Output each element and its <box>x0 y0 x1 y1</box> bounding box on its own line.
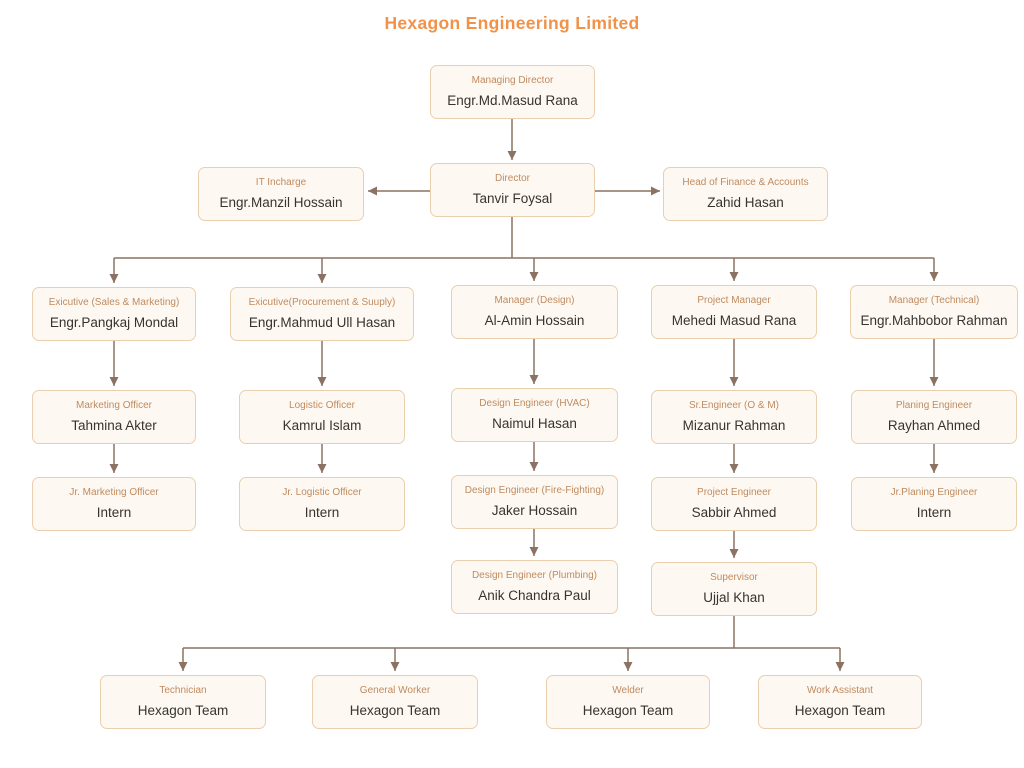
role-label: Logistic Officer <box>289 400 355 411</box>
role-label: Planing Engineer <box>895 400 973 411</box>
person-name: Jaker Hossain <box>491 503 578 518</box>
org-node-jr-planing-engineer: Jr.Planing Engineer Intern <box>851 477 1017 531</box>
org-node-design-plumbing: Design Engineer (Plumbing) Anik Chandra … <box>451 560 618 614</box>
person-name: Al-Amin Hossain <box>484 313 585 328</box>
person-name: Intern <box>304 505 340 520</box>
role-label: Work Assistant <box>807 685 873 696</box>
org-node-technician: Technician Hexagon Team <box>100 675 266 729</box>
person-name: Zahid Hasan <box>707 195 784 210</box>
page-title: Hexagon Engineering Limited <box>384 13 640 33</box>
role-label: Project Manager <box>697 295 771 306</box>
role-label: Director <box>494 173 530 184</box>
person-name: Tanvir Foysal <box>472 191 553 206</box>
person-name: Hexagon Team <box>137 703 229 718</box>
role-label: Exicutive(Procurement & Suuply) <box>248 297 396 308</box>
role-label: Project Engineer <box>697 487 771 498</box>
person-name: Hexagon Team <box>582 703 674 718</box>
org-node-work-assistant: Work Assistant Hexagon Team <box>758 675 922 729</box>
org-node-exec-procurement: Exicutive(Procurement & Suuply) Engr.Mah… <box>230 287 414 341</box>
role-label: Manager (Technical) <box>888 295 980 306</box>
role-label: Sr.Engineer (O & M) <box>688 400 780 411</box>
person-name: Naimul Hasan <box>492 416 577 431</box>
person-name: Engr.Mahmud Ull Hasan <box>248 315 396 330</box>
role-label: Design Engineer (Fire-Fighting) <box>464 485 605 496</box>
role-label: Design Engineer (Plumbing) <box>471 570 598 581</box>
role-label: Jr. Marketing Officer <box>69 487 159 498</box>
person-name: Mehedi Masud Rana <box>671 313 797 328</box>
person-name: Intern <box>916 505 952 520</box>
person-name: Engr.Manzil Hossain <box>219 195 343 210</box>
role-label: Jr. Logistic Officer <box>282 487 362 498</box>
person-name: Mizanur Rahman <box>682 418 786 433</box>
role-label: Exicutive (Sales & Marketing) <box>48 297 180 308</box>
org-node-design-fire-fighting: Design Engineer (Fire-Fighting) Jaker Ho… <box>451 475 618 529</box>
org-node-it-incharge: IT Incharge Engr.Manzil Hossain <box>198 167 364 221</box>
role-label: Marketing Officer <box>76 400 152 411</box>
org-node-manager-technical: Manager (Technical) Engr.Mahbobor Rahman <box>850 285 1018 339</box>
org-node-logistic-officer: Logistic Officer Kamrul Islam <box>239 390 405 444</box>
org-node-project-manager: Project Manager Mehedi Masud Rana <box>651 285 817 339</box>
org-node-finance-head: Head of Finance & Accounts Zahid Hasan <box>663 167 828 221</box>
person-name: Intern <box>96 505 132 520</box>
org-node-manager-design: Manager (Design) Al-Amin Hossain <box>451 285 618 339</box>
role-label: Jr.Planing Engineer <box>890 487 978 498</box>
role-label: Managing Director <box>471 75 554 86</box>
person-name: Engr.Pangkaj Mondal <box>49 315 179 330</box>
role-label: IT Incharge <box>255 177 307 188</box>
org-node-planing-engineer: Planing Engineer Rayhan Ahmed <box>851 390 1017 444</box>
role-label: Manager (Design) <box>494 295 575 306</box>
org-node-marketing-officer: Marketing Officer Tahmina Akter <box>32 390 196 444</box>
person-name: Kamrul Islam <box>282 418 362 433</box>
org-node-sr-engineer: Sr.Engineer (O & M) Mizanur Rahman <box>651 390 817 444</box>
role-label: General Worker <box>359 685 431 696</box>
org-node-welder: Welder Hexagon Team <box>546 675 710 729</box>
role-label: Head of Finance & Accounts <box>682 177 809 188</box>
person-name: Rayhan Ahmed <box>887 418 981 433</box>
person-name: Ujjal Khan <box>703 590 765 605</box>
org-node-director: Director Tanvir Foysal <box>430 163 595 217</box>
person-name: Engr.Mahbobor Rahman <box>860 313 1008 328</box>
person-name: Engr.Md.Masud Rana <box>447 93 578 108</box>
role-label: Supervisor <box>710 572 758 583</box>
person-name: Anik Chandra Paul <box>478 588 591 603</box>
person-name: Hexagon Team <box>794 703 886 718</box>
person-name: Hexagon Team <box>349 703 441 718</box>
org-node-project-engineer: Project Engineer Sabbir Ahmed <box>651 477 817 531</box>
role-label: Design Engineer (HVAC) <box>479 398 590 409</box>
org-node-design-hvac: Design Engineer (HVAC) Naimul Hasan <box>451 388 618 442</box>
person-name: Sabbir Ahmed <box>691 505 777 520</box>
org-node-jr-logistic-officer: Jr. Logistic Officer Intern <box>239 477 405 531</box>
org-node-exec-sales: Exicutive (Sales & Marketing) Engr.Pangk… <box>32 287 196 341</box>
org-node-supervisor: Supervisor Ujjal Khan <box>651 562 817 616</box>
org-node-jr-marketing-officer: Jr. Marketing Officer Intern <box>32 477 196 531</box>
org-node-managing-director: Managing Director Engr.Md.Masud Rana <box>430 65 595 119</box>
person-name: Tahmina Akter <box>71 418 157 433</box>
role-label: Technician <box>159 685 207 696</box>
org-node-general-worker: General Worker Hexagon Team <box>312 675 478 729</box>
role-label: Welder <box>612 685 644 696</box>
